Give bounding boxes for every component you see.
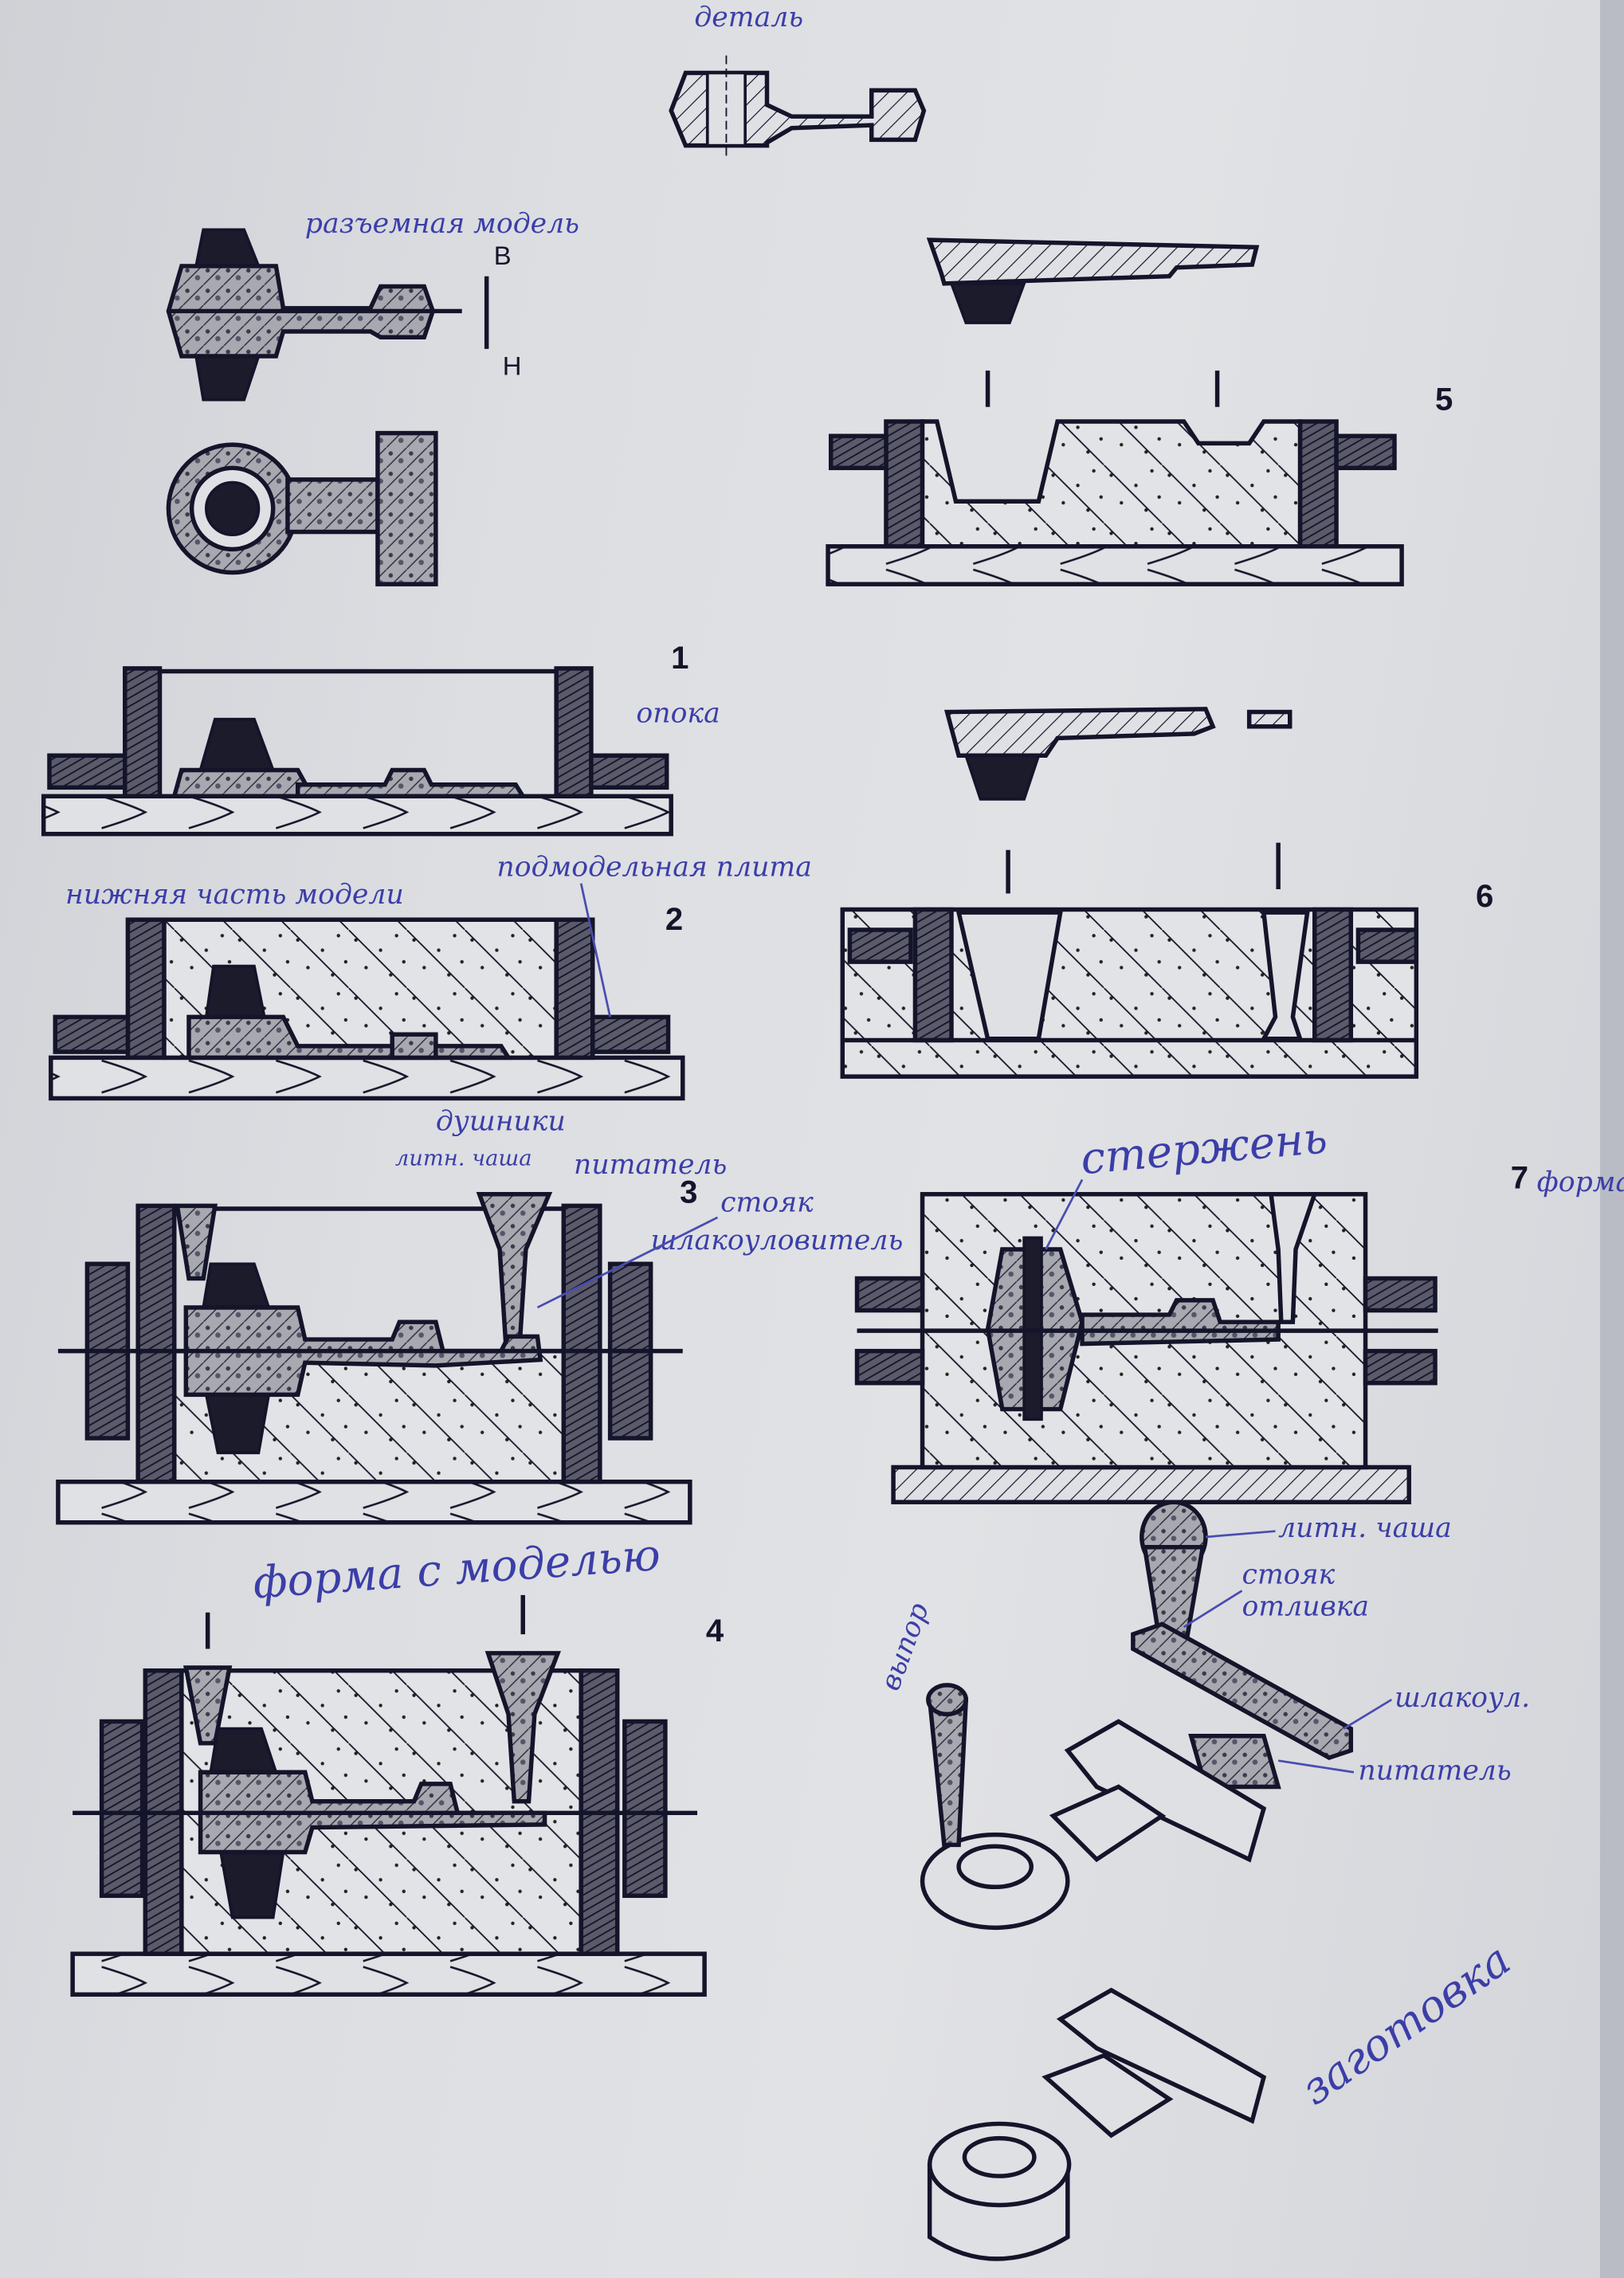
sprue-label: стояк xyxy=(720,1187,814,1219)
part-label: деталь xyxy=(694,2,803,33)
blank-label: заготовка xyxy=(1291,1934,1519,2115)
vents-label: душники xyxy=(436,1106,566,1138)
parting-bottom-letter: Н xyxy=(503,351,522,381)
split-model-view xyxy=(166,228,489,402)
stage-6-cope-opened xyxy=(840,842,1419,1079)
sprue-leader xyxy=(536,1216,719,1309)
upper-model-half xyxy=(926,237,1260,324)
stage-6-number: 6 xyxy=(1476,879,1493,914)
parting-top-letter: В xyxy=(494,241,512,270)
iso-pouring-basin-label: литн. чаша xyxy=(1278,1512,1452,1544)
gating-system-isometric xyxy=(920,1500,1354,1931)
stage-7-closed-mold-with-core xyxy=(854,1192,1438,1504)
stage-5-number: 5 xyxy=(1435,382,1453,417)
model-plan-view xyxy=(166,430,438,586)
stage-3-assembled-mold xyxy=(56,1192,692,1525)
stage-5-cope-removed xyxy=(826,371,1404,586)
stage-1-flask-on-board xyxy=(41,666,673,837)
casting-blank-isometric xyxy=(927,1987,1267,2261)
split-model-label: разъемная модель xyxy=(305,208,579,240)
core-leader xyxy=(1045,1178,1084,1250)
mold-with-model-label: форма с моделью xyxy=(251,1529,661,1609)
part-section-view xyxy=(669,55,927,160)
page-edge-shadow xyxy=(1600,0,1624,2278)
stage-1-number: 1 xyxy=(671,641,688,676)
iso-feeder-label: питатель xyxy=(1358,1755,1511,1786)
stage-2-number: 2 xyxy=(665,902,683,937)
pouring-basin-label: литн. чаша xyxy=(395,1146,532,1170)
upper-model-with-gating xyxy=(943,707,1293,801)
slag-trap-label: шлакоуловитель xyxy=(651,1225,904,1257)
stage-7-number: 7 xyxy=(1511,1160,1528,1195)
core-label: стержень xyxy=(1079,1112,1329,1184)
leader-line xyxy=(1343,1698,1393,1730)
iso-casting-label: отливка xyxy=(1242,1590,1370,1622)
pattern-plate-label: подмодельная плита xyxy=(496,852,811,884)
iso-riser-label: выпор xyxy=(874,1599,935,1695)
leader-line xyxy=(1183,1590,1243,1629)
iso-slag-trap-label: шлакоул. xyxy=(1395,1682,1530,1714)
pattern-plate-leader xyxy=(579,883,611,1017)
flask-label: опока xyxy=(636,697,720,729)
feeder-label: питатель xyxy=(574,1149,727,1181)
stage-2-rammed-drag xyxy=(49,917,685,1101)
mold-label: форма xyxy=(1537,1166,1624,1198)
stage-4-number: 4 xyxy=(706,1613,724,1649)
stage-3-number: 3 xyxy=(680,1175,697,1210)
stage-4-mold-with-model xyxy=(70,1594,707,1997)
iso-sprue-label: стояк xyxy=(1242,1559,1336,1590)
leader-line xyxy=(1205,1530,1276,1539)
leader-line xyxy=(1277,1759,1355,1774)
lower-model-half-label: нижняя часть модели xyxy=(65,879,404,911)
